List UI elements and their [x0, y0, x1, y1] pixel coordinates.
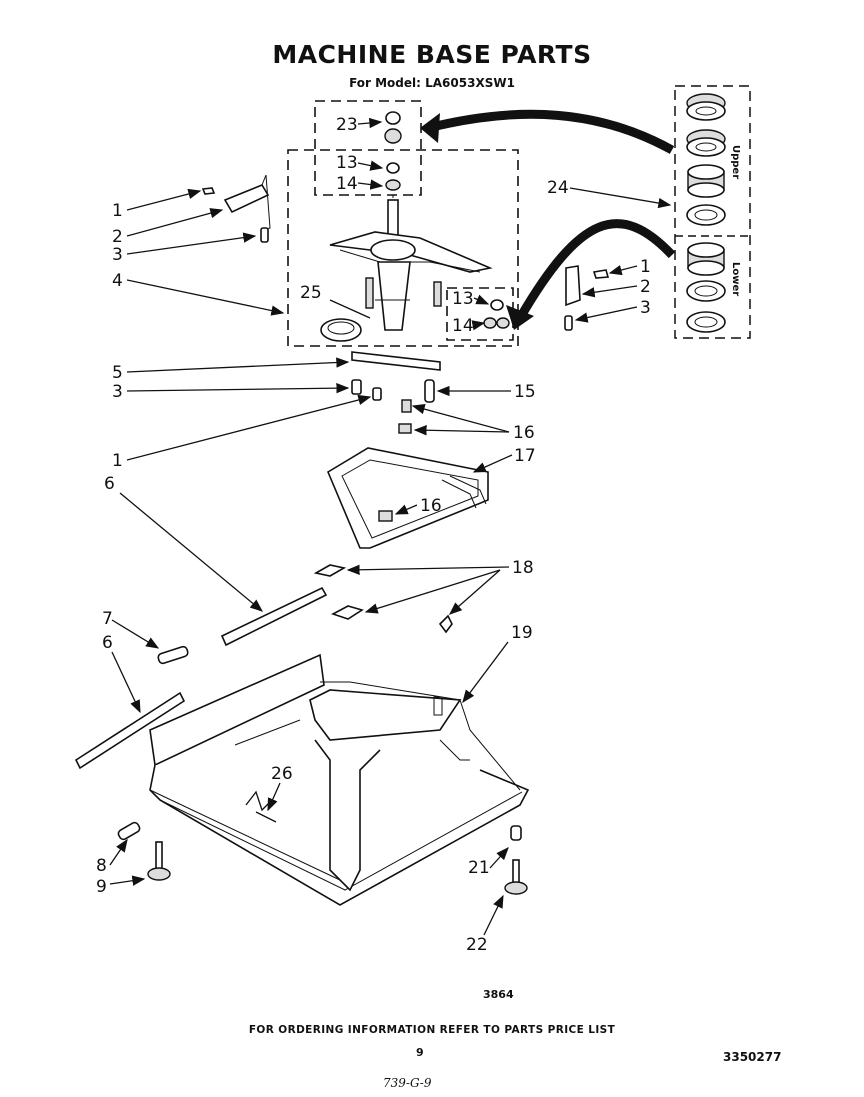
lower-label: Lower [730, 262, 741, 296]
upper-bearing-set [686, 93, 726, 226]
part-15-pin [424, 379, 435, 403]
callout-1-mid: 1 [112, 451, 123, 471]
ordering-note: FOR ORDERING INFORMATION REFER TO PARTS … [248, 1024, 616, 1036]
callout-19: 19 [511, 623, 533, 643]
callout-9: 9 [96, 877, 107, 897]
upper-bearing-arrow [426, 109, 675, 154]
transmission-assembly-box [287, 149, 519, 347]
callout-13: 13 [336, 153, 358, 173]
callout-6-lower: 6 [102, 633, 113, 653]
callout-2-right: 2 [640, 277, 651, 297]
callout-18: 18 [512, 558, 534, 578]
lower-bearing-set [686, 242, 726, 333]
callout-23: 23 [336, 115, 358, 135]
part-23-bearing [384, 111, 402, 144]
document-part-number: 3350277 [723, 1050, 782, 1064]
transmission-assembly [329, 199, 493, 331]
callout-3: 3 [112, 245, 123, 265]
part-5-brace [351, 351, 441, 371]
callout-labels: 23 13 14 1 2 3 4 24 1 2 3 25 13 14 5 3 1… [96, 115, 651, 955]
callout-5: 5 [112, 363, 123, 383]
handwritten-note: 739-G-9 [383, 1076, 432, 1090]
part-8-9-leg [117, 821, 171, 881]
callout-22: 22 [466, 935, 488, 955]
part-1-screw [372, 387, 382, 401]
bearing-inset-panel: Upper Lower [674, 85, 751, 339]
drawing-number: 3864 [483, 988, 514, 1001]
part-6-strip-lower [74, 691, 186, 770]
part-16-clip-b [398, 423, 412, 434]
callout-8: 8 [96, 856, 107, 876]
part-3-clip [351, 379, 362, 395]
callout-16: 16 [513, 423, 535, 443]
callout-25: 25 [300, 283, 322, 303]
lower-bearing-items [483, 299, 510, 329]
part-17-frame [326, 447, 489, 549]
callout-17: 17 [514, 446, 536, 466]
left-bracket-hardware [201, 174, 271, 243]
callout-2: 2 [112, 227, 123, 247]
callout-1: 1 [112, 201, 123, 221]
callout-15: 15 [514, 382, 536, 402]
part-16-clip [401, 399, 412, 413]
callout-3-right: 3 [640, 298, 651, 318]
callout-7: 7 [102, 609, 113, 629]
part-14-bearing [385, 179, 401, 191]
callout-14: 14 [336, 174, 358, 194]
right-bracket-hardware [564, 265, 610, 331]
callout-4: 4 [112, 271, 123, 291]
callout-3-mid: 3 [112, 382, 123, 402]
part-18-clips [313, 564, 453, 634]
lower-bearing-arrow [516, 219, 676, 321]
part-19-base-frame [149, 653, 530, 906]
page-title: MACHINE BASE PARTS [272, 40, 592, 69]
callout-13-lower: 13 [452, 289, 474, 309]
upper-label: Upper [730, 145, 741, 179]
part-26-bracket [245, 790, 277, 823]
part-7-plug [157, 645, 189, 665]
bearing-kit-box [314, 100, 422, 196]
callout-26: 26 [271, 764, 293, 784]
leader-lines [109, 117, 672, 936]
callout-16-lower: 16 [420, 496, 442, 516]
lower-bearing-box [446, 287, 514, 341]
callout-24: 24 [547, 178, 569, 198]
part-21-22-leg [504, 825, 528, 895]
callout-6: 6 [104, 474, 115, 494]
callout-14-lower: 14 [452, 316, 474, 336]
model-subtitle: For Model: LA6053XSW1 [349, 76, 515, 90]
page-number: 9 [416, 1046, 424, 1059]
part-13-bearing [386, 162, 400, 174]
callout-21: 21 [468, 858, 490, 878]
part-25-seal [320, 318, 362, 342]
part-6-strip-upper [220, 586, 328, 647]
callout-1-right: 1 [640, 257, 651, 277]
